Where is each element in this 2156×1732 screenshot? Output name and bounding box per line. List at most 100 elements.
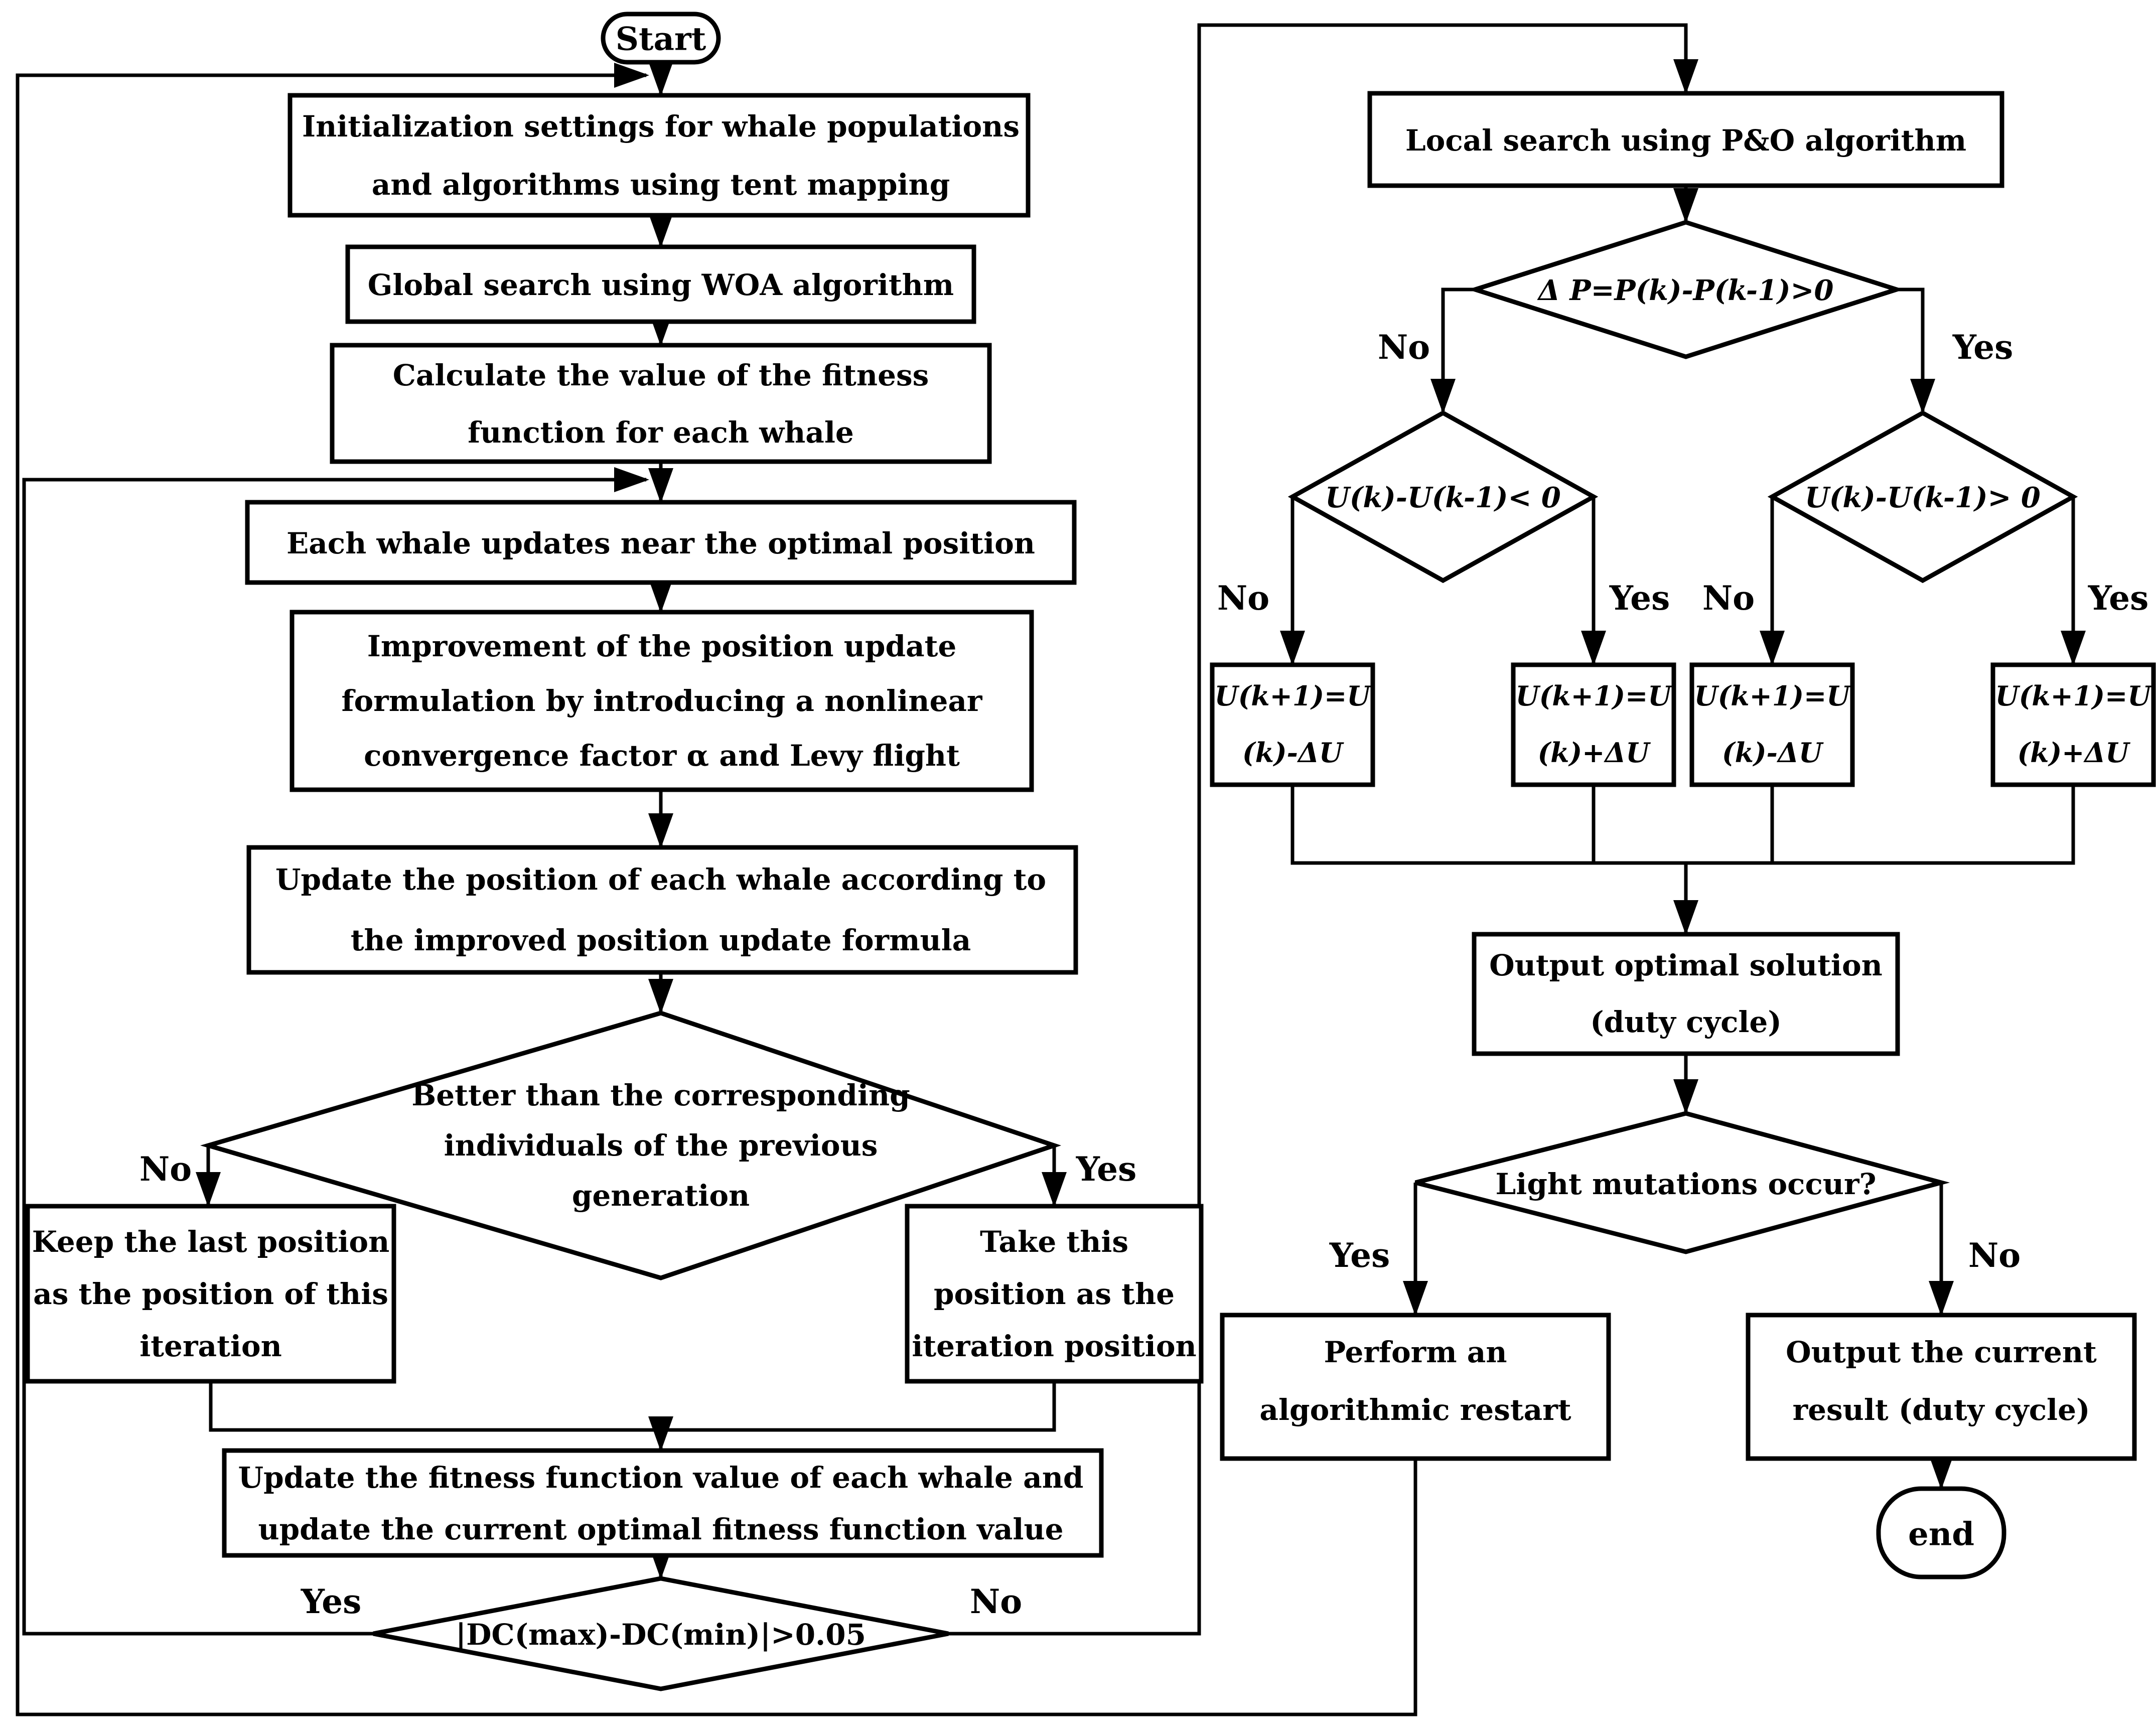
node-output-optimal: Output optimal solution (duty cycle) (1472, 932, 1900, 1056)
connectors (16, 23, 2086, 1716)
label-du-right-yes: Yes (2088, 579, 2149, 618)
better-decision-line1: Better than the corresponding (411, 1078, 910, 1112)
output-optimal-line1: Output optimal solution (1489, 948, 1883, 982)
global-search-shape (345, 244, 976, 324)
label-better-no: No (139, 1149, 192, 1189)
update-fitness-shape (222, 1448, 1104, 1558)
restart-line1: Perform an (1324, 1335, 1507, 1369)
connector-usteps-join (1290, 785, 2075, 865)
node-better-decision: Better than the corresponding individual… (200, 1011, 1062, 1280)
output-optimal-shape (1472, 932, 1900, 1056)
update-position-line1: Update the position of each whale accord… (275, 862, 1046, 897)
u-step-4-shape (1990, 662, 2156, 787)
dp-decision-label: Δ P=P(k)-P(k-1)>0 (1537, 274, 1834, 307)
node-u-step-4: U(k+1)=U (k)+ΔU (1990, 662, 2156, 787)
du-left-decision-label: U(k)-U(k-1)< 0 (1325, 481, 1561, 514)
calc-fitness-line1: Calculate the value of the fitness (393, 358, 929, 392)
node-each-whale: Each whale updates near the optimal posi… (245, 500, 1077, 585)
local-search-shape (1367, 91, 2004, 188)
du-right-decision-label: U(k)-U(k-1)> 0 (1805, 481, 2041, 514)
end-label: end (1908, 1516, 1974, 1553)
node-output-result: Output the current result (duty cycle) (1746, 1313, 2137, 1461)
global-search-label: Global search using WOA algorithm (368, 268, 954, 302)
u-step-3-shape (1689, 662, 1855, 787)
better-decision-line3: generation (572, 1179, 750, 1213)
connector-keep-take-join (209, 1381, 1056, 1432)
output-optimal-line2: (duty cycle) (1590, 1005, 1782, 1039)
update-position-line2: the improved position update formula (351, 923, 971, 957)
label-better-yes: Yes (1076, 1149, 1137, 1189)
local-search-label: Local search using P&O algorithm (1405, 123, 1966, 158)
node-u-step-2: U(k+1)=U (k)+ΔU (1511, 662, 1676, 787)
each-whale-shape (245, 500, 1077, 585)
connector-dp-yes (1897, 287, 1935, 414)
keep-position-line2: as the position of this (33, 1277, 388, 1311)
node-light-mutation-decision: Light mutations occur? (1414, 1111, 1950, 1254)
node-calc-fitness: Calculate the value of the fitness funct… (330, 343, 992, 464)
improvement-line1: Improvement of the position update (367, 629, 957, 663)
u-step-3-line1: U(k+1)=U (1694, 680, 1852, 712)
label-dc-no: No (970, 1582, 1022, 1621)
light-mutation-decision-shape (1414, 1111, 1950, 1254)
better-decision-shape (200, 1011, 1062, 1280)
output-result-shape (1746, 1313, 2137, 1461)
take-position-line3: iteration position (912, 1329, 1196, 1363)
dc-decision-label: |DC(max)-DC(min)|>0.05 (456, 1618, 866, 1652)
keep-position-line1: Keep the last position (32, 1225, 390, 1259)
output-result-line2: result (duty cycle) (1793, 1393, 2090, 1427)
node-improvement: Improvement of the position update formu… (290, 610, 1034, 792)
node-end: end (1876, 1486, 2006, 1579)
update-fitness-line2: update the current optimal fitness funct… (258, 1512, 1063, 1546)
improvement-line3: convergence factor α and Levy flight (364, 739, 960, 773)
label-light-yes: Yes (1329, 1236, 1390, 1275)
label-light-no: No (1968, 1236, 2021, 1275)
dc-decision-shape (373, 1576, 949, 1691)
initialization-line1: Initialization settings for whale popula… (302, 109, 1020, 143)
update-position-shape (246, 845, 1078, 975)
restart-line2: algorithmic restart (1259, 1393, 1571, 1427)
node-keep-position: Keep the last position as the position o… (25, 1204, 396, 1384)
label-du-left-no: No (1217, 579, 1269, 618)
node-dc-decision: |DC(max)-DC(min)|>0.05 (373, 1576, 949, 1691)
node-restart: Perform an algorithmic restart (1220, 1313, 1611, 1461)
u-step-1-line2: (k)-ΔU (1242, 737, 1344, 769)
u-step-1-line1: U(k+1)=U (1215, 680, 1372, 712)
u-step-4-line2: (k)+ΔU (2018, 737, 2131, 769)
node-local-search: Local search using P&O algorithm (1367, 91, 2004, 188)
connector-dc-no-to-local (948, 23, 1698, 1636)
start-terminal-shape (601, 12, 721, 65)
take-position-line2: position as the (934, 1277, 1175, 1311)
u-step-2-shape (1511, 662, 1676, 787)
better-decision-line2: individuals of the previous (444, 1128, 878, 1163)
improvement-shape (290, 610, 1034, 792)
label-dp-no: No (1378, 328, 1430, 367)
node-du-left-decision: U(k)-U(k-1)< 0 (1287, 410, 1599, 584)
node-initialization: Initialization settings for whale popula… (288, 93, 1031, 218)
initialization-line2: and algorithms using tent mapping (372, 168, 950, 202)
improvement-line2: formulation by introducing a nonlinear (342, 684, 983, 718)
node-global-search: Global search using WOA algorithm (345, 244, 976, 324)
calc-fitness-line2: function for each whale (468, 415, 854, 450)
dp-decision-shape (1468, 220, 1904, 359)
connector-restart-loop (16, 63, 1417, 1716)
update-fitness-line1: Update the fitness function value of eac… (238, 1461, 1084, 1495)
light-mutation-decision-label: Light mutations occur? (1496, 1167, 1877, 1201)
end-terminal-shape (1876, 1486, 2006, 1579)
each-whale-label: Each whale updates near the optimal posi… (286, 526, 1035, 560)
take-position-line1: Take this (980, 1225, 1128, 1259)
u-step-1-shape (1210, 662, 1375, 787)
label-du-left-yes: Yes (1609, 579, 1670, 618)
start-label: Start (616, 21, 706, 58)
connector-dp-no (1430, 287, 1475, 414)
take-position-shape (905, 1204, 1204, 1384)
du-right-decision-shape (1767, 410, 2078, 584)
node-u-step-3: U(k+1)=U (k)-ΔU (1689, 662, 1855, 787)
label-dc-yes: Yes (301, 1582, 362, 1621)
initialization-shape (288, 93, 1031, 218)
restart-shape (1220, 1313, 1611, 1461)
label-dp-yes: Yes (1952, 328, 2014, 367)
node-take-position: Take this position as the iteration posi… (905, 1204, 1204, 1384)
node-u-step-1: U(k+1)=U (k)-ΔU (1210, 662, 1375, 787)
